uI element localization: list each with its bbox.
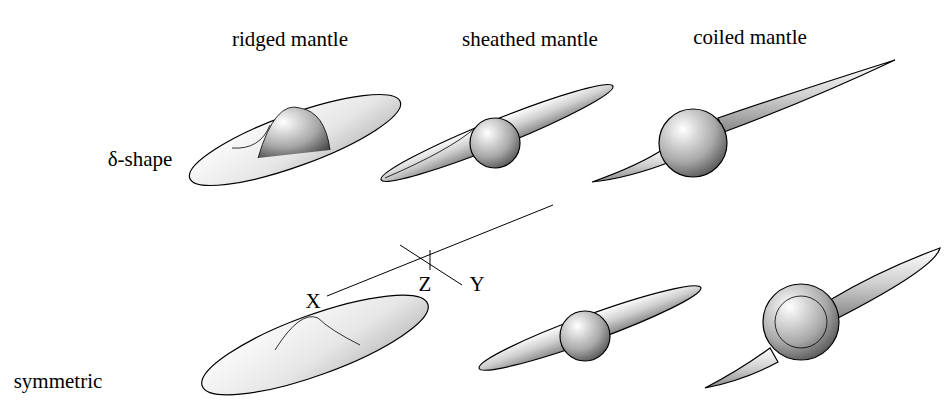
axis-label: Z <box>419 273 432 296</box>
column-heading: ridged mantle <box>232 28 348 51</box>
row-heading: δ-shape <box>108 148 173 171</box>
row-heading: symmetric <box>14 370 103 393</box>
axis-label: Y <box>469 273 484 296</box>
column-heading: sheathed mantle <box>462 28 598 51</box>
axis-label: X <box>305 290 320 313</box>
column-heading: coiled mantle <box>693 26 807 49</box>
